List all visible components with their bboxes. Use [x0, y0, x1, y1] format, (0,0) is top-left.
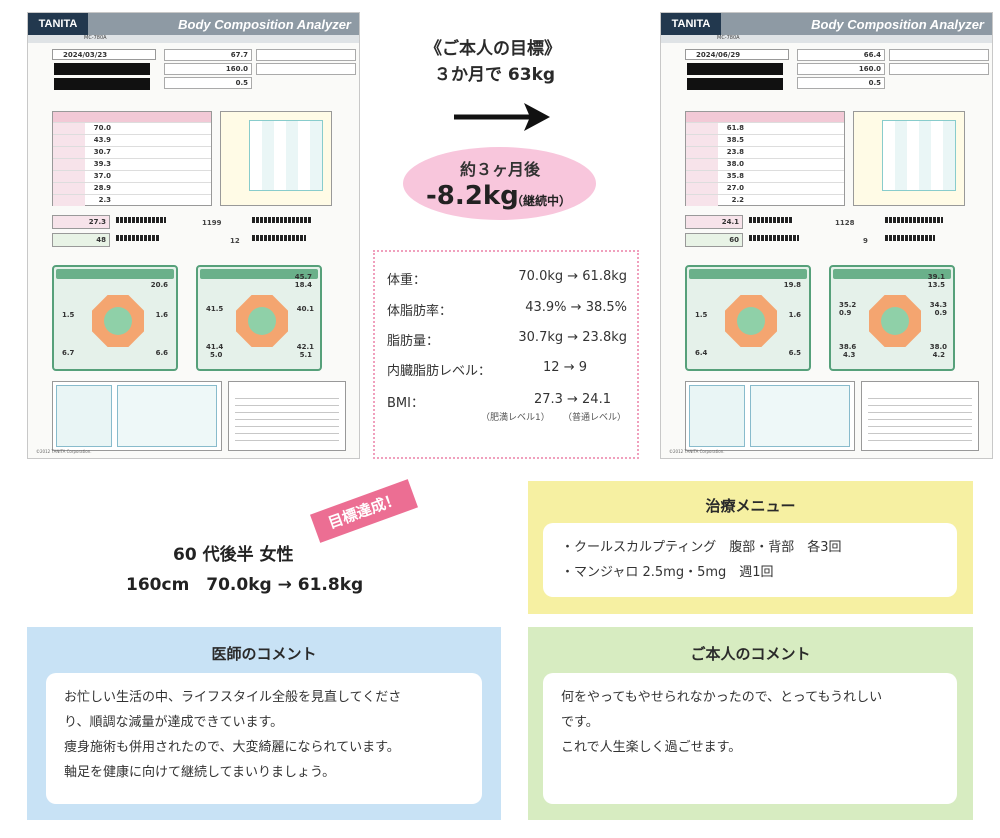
result-change: -8.2kg — [426, 181, 519, 211]
sheet-info: 2024/03/23 — [52, 49, 156, 93]
fat-panel: 45.7 18.4 41.5 40.1 41.4 42.1 5.0 5.1 — [196, 265, 322, 371]
goal-subtitle: ３か月で 63kg — [434, 65, 556, 85]
treatment-item: ・クールスカルプティング 腹部・背部 各3回 — [561, 540, 842, 555]
sheet-footer: ©2012 TANITA Corporation. — [669, 449, 725, 454]
visceral-level: 9 — [863, 237, 868, 245]
patient-content: 何をやってもやせられなかったので、とってもうれしい です。 これで人生楽しく過ご… — [543, 673, 957, 804]
sheet-model: MC-780A — [661, 35, 992, 43]
comment-line: り、順調な減量が達成できています。 — [64, 715, 284, 730]
measure-date: 2024/06/29 — [685, 49, 789, 60]
height-value: 160.0 — [797, 63, 885, 75]
patient-comment: ご本人のコメント 何をやってもやせられなかったので、とってもうれしい です。 こ… — [528, 627, 973, 820]
bmi-section: 27.3 48 1199 12 — [52, 215, 342, 251]
bmi-information — [228, 381, 346, 451]
patient-profile: 60 代後半 女性 — [173, 545, 294, 565]
bmi-value: 27.3 — [52, 215, 110, 229]
measurements: 67.7 160.0 0.5 — [164, 49, 252, 91]
balance-panel — [685, 381, 855, 451]
tanita-logo: TANITA — [661, 13, 721, 35]
result-bubble — [403, 147, 596, 220]
sheet-footer: ©2012 TANITA Corporation. — [36, 449, 92, 454]
muscle-panel: 19.8 1.5 1.6 6.4 6.5 — [685, 265, 811, 371]
bmi-value: 24.1 — [685, 215, 743, 229]
fat-panel: 39.1 13.5 35.2 34.3 0.9 0.9 38.6 38.0 4.… — [829, 265, 955, 371]
result-note: （継続中） — [511, 194, 572, 208]
treatment-item: ・マンジャロ 2.5mg・5mg 週1回 — [561, 565, 774, 580]
weight-value: 66.4 — [797, 49, 885, 61]
visceral-level: 12 — [230, 237, 240, 245]
body-composition-sheet-after: TANITA Body Composition Analyzer MC-780A… — [660, 12, 993, 459]
clothes-value: 0.5 — [164, 77, 252, 89]
measure-date: 2024/03/23 — [52, 49, 156, 60]
sheet-header: TANITA Body Composition Analyzer — [28, 13, 359, 35]
metabolic-value: 1199 — [202, 219, 222, 227]
athlete-index: 48 — [52, 233, 110, 247]
redacted-bar — [54, 63, 150, 75]
gender-box — [256, 49, 356, 77]
comment-line: 軸足を健康に向けて継続してまいりましょう。 — [64, 765, 336, 780]
doctor-comment: 医師のコメント お忙しい生活の中、ライフスタイル全般を見直してくださ り、順調な… — [27, 627, 501, 820]
patient-stats: 160cm 70.0kg → 61.8kg — [126, 575, 364, 595]
composition-table: 70.0 43.9 30.7 39.3 37.0 28.9 2.3 — [52, 111, 212, 206]
comment-line: 痩身施術も併用されたので、大変綺麗になられています。 — [64, 740, 400, 755]
comparison-box: 体重：70.0kg → 61.8kg 体脂肪率：43.9% → 38.5% 脂肪… — [373, 250, 639, 459]
comment-line: 何をやってもやせられなかったので、とってもうれしい — [561, 690, 883, 705]
bmi-note-after: （普通レベル） — [563, 413, 627, 423]
redacted-bar — [687, 63, 783, 75]
body-composition-sheet-before: TANITA Body Composition Analyzer MC-780A… — [27, 12, 360, 459]
redacted-bar — [54, 78, 150, 90]
comment-line: お忙しい生活の中、ライフスタイル全般を見直してくださ — [64, 690, 402, 705]
weight-value: 67.7 — [164, 49, 252, 61]
sheet-info: 2024/06/29 — [685, 49, 789, 93]
measurements: 66.4 160.0 0.5 — [797, 49, 885, 91]
redacted-bar — [687, 78, 783, 90]
muscle-panel: 20.6 1.5 1.6 6.7 6.6 — [52, 265, 178, 371]
achievement-badge: 目標達成！ — [310, 479, 418, 543]
gender-box — [889, 49, 989, 77]
tanita-logo: TANITA — [28, 13, 88, 35]
doctor-title: 医師のコメント — [211, 645, 317, 663]
right-arrow-icon — [454, 103, 550, 131]
treatment-menu: 治療メニュー ・クールスカルプティング 腹部・背部 各3回 ・マンジャロ 2.5… — [528, 481, 973, 614]
bmi-note-before: （肥満レベル1） — [481, 413, 550, 423]
metabolic-value: 1128 — [835, 219, 855, 227]
goal-title: 《ご本人の目標》 — [425, 39, 561, 59]
bmi-section: 24.1 60 1128 9 — [685, 215, 975, 251]
balance-panel — [52, 381, 222, 451]
bmi-information — [861, 381, 979, 451]
comment-line: です。 — [561, 715, 599, 730]
comment-line: これで人生楽しく過ごせます。 — [561, 740, 742, 755]
treatment-title: 治療メニュー — [705, 497, 796, 515]
sheet-header: TANITA Body Composition Analyzer — [661, 13, 992, 35]
height-value: 160.0 — [164, 63, 252, 75]
doctor-content: お忙しい生活の中、ライフスタイル全般を見直してくださ り、順調な減量が達成できて… — [46, 673, 482, 804]
clothes-value: 0.5 — [797, 77, 885, 89]
body-type-chart — [853, 111, 965, 206]
sheet-brand: Body Composition Analyzer — [178, 16, 351, 32]
sheet-brand: Body Composition Analyzer — [811, 16, 984, 32]
sheet-model: MC-780A — [28, 35, 359, 43]
result-period: 約３ヶ月後 — [460, 160, 541, 179]
patient-title: ご本人のコメント — [690, 645, 811, 663]
treatment-content: ・クールスカルプティング 腹部・背部 各3回 ・マンジャロ 2.5mg・5mg … — [543, 523, 957, 597]
athlete-index: 60 — [685, 233, 743, 247]
composition-table: 61.8 38.5 23.8 38.0 35.8 27.0 2.2 — [685, 111, 845, 206]
body-type-chart — [220, 111, 332, 206]
